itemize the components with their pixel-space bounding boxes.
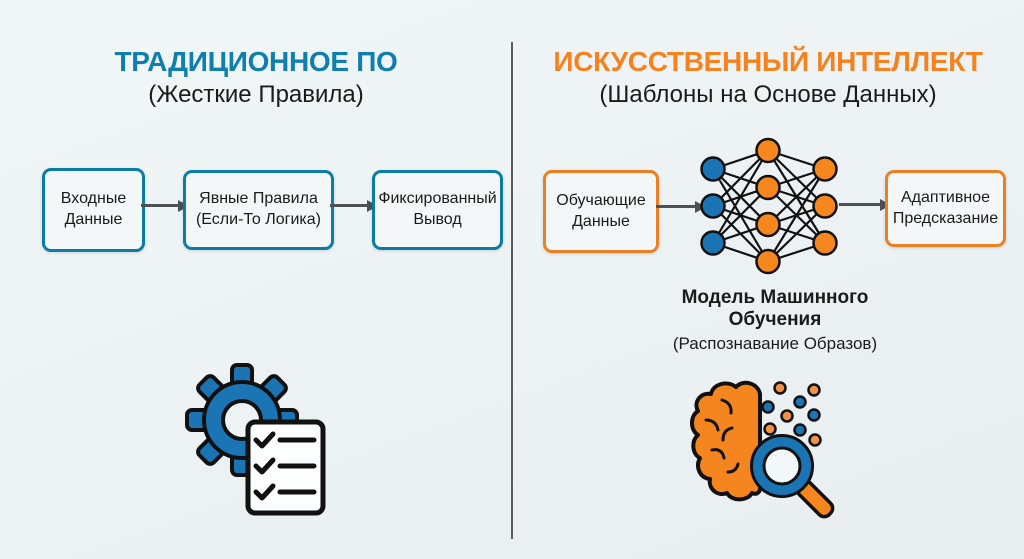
flow-arrow — [839, 203, 881, 206]
input-data-box: Входные Данные — [42, 168, 145, 252]
right-panel-title: ИСКУССТВЕННЫЙ ИНТЕЛЛЕКТ — [553, 46, 983, 77]
model-caption: Модель Машинного Обучения (Распознавание… — [615, 287, 935, 354]
flow-arrow — [141, 204, 179, 207]
neural-network-diagram — [700, 137, 838, 275]
vertical-divider — [511, 42, 513, 539]
left-panel-subtitle: (Жесткие Правила) — [148, 81, 364, 108]
flow-arrow — [656, 205, 696, 208]
right-panel-subtitle: (Шаблоны на Основе Данных) — [599, 81, 937, 108]
scatter-dots — [761, 381, 822, 447]
explicit-rules-box: Явные Правила (Если-То Логика) — [183, 170, 334, 250]
fixed-output-box: Фиксированный Вывод — [372, 170, 503, 250]
checklist-icon — [245, 419, 326, 516]
gear-checklist-icon — [185, 363, 326, 516]
brain-icon — [690, 380, 762, 502]
training-data-box: Обучающие Данные — [543, 170, 659, 253]
brain-magnifier-icon — [690, 380, 835, 519]
left-panel-title: ТРАДИЦИОННОЕ ПО — [114, 46, 398, 77]
flow-arrow — [330, 204, 368, 207]
magnifier-icon — [750, 434, 835, 519]
model-caption-title: Модель Машинного Обучения — [681, 287, 869, 331]
adaptive-prediction-box: Адаптивное Предсказание — [885, 170, 1006, 247]
model-caption-subtitle: (Распознавание Образов) — [672, 333, 878, 353]
